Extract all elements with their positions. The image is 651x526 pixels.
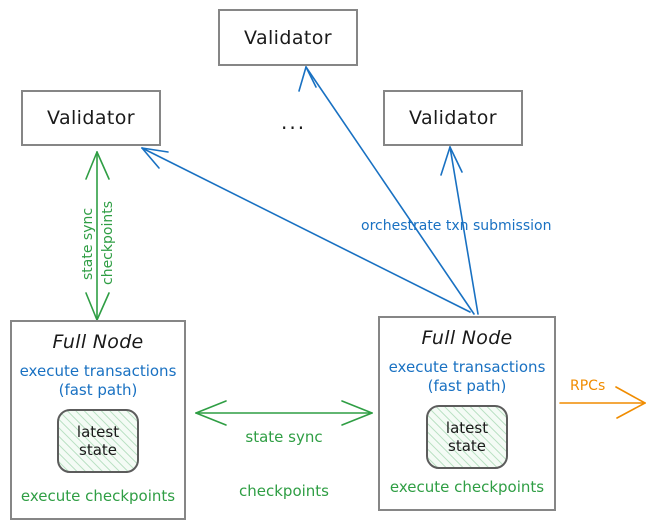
fullnode-left-state-line1: latest [76, 422, 120, 441]
fullnode-right-state-line2: state [448, 436, 486, 455]
rpcs-label: RPCs [570, 378, 606, 394]
fullnode-right-title: Full Node [421, 327, 513, 349]
fullnode-left-state-line2: state [79, 440, 117, 459]
fullnode-right-blue-note: execute transactions (fast path) [389, 358, 546, 396]
horizontal-state-sync-label-line1: state sync [245, 428, 323, 446]
validator-top-box[interactable]: Validator [218, 9, 358, 66]
vertical-state-sync-label-line2: checkpoints [100, 201, 116, 285]
fullnode-left-blue-note: execute transactions (fast path) [20, 362, 177, 400]
horizontal-state-sync-label-line2: checkpoints [239, 482, 329, 500]
fullnode-left-title: Full Node [52, 331, 144, 353]
validator-left-box[interactable]: Validator [21, 90, 161, 146]
fullnode-right-state-line1: latest [445, 418, 489, 437]
fullnode-left-green-note: execute checkpoints [20, 487, 176, 505]
vertical-state-sync-label-line1: state sync [80, 207, 96, 280]
fullnode-left-blue-note-line2: (fast path) [58, 380, 138, 399]
validator-right-label: Validator [409, 107, 497, 129]
fullnode-left-box[interactable]: Full Node execute transactions (fast pat… [10, 320, 186, 520]
horizontal-state-sync-label: state sync checkpoints [226, 392, 342, 526]
fullnode-right-latest-state-box[interactable]: latest state [426, 404, 508, 469]
fullnode-right-blue-note-line2: (fast path) [427, 376, 507, 395]
fullnode-right-green-note: execute checkpoints [389, 478, 545, 496]
validator-top-label: Validator [244, 26, 332, 49]
fullnode-right-blue-note-line1: execute transactions [388, 358, 546, 376]
orchestrate-txn-submission-label: orchestrate txn submission [361, 218, 552, 234]
validator-left-label: Validator [47, 107, 135, 129]
fullnode-right-box[interactable]: Full Node execute transactions (fast pat… [378, 316, 556, 511]
fullnode-left-blue-note-line1: execute transactions [19, 362, 177, 380]
fullnode-left-latest-state-box[interactable]: latest state [57, 408, 139, 473]
validator-right-box[interactable]: Validator [383, 90, 523, 146]
validators-ellipsis: ... [281, 110, 307, 134]
